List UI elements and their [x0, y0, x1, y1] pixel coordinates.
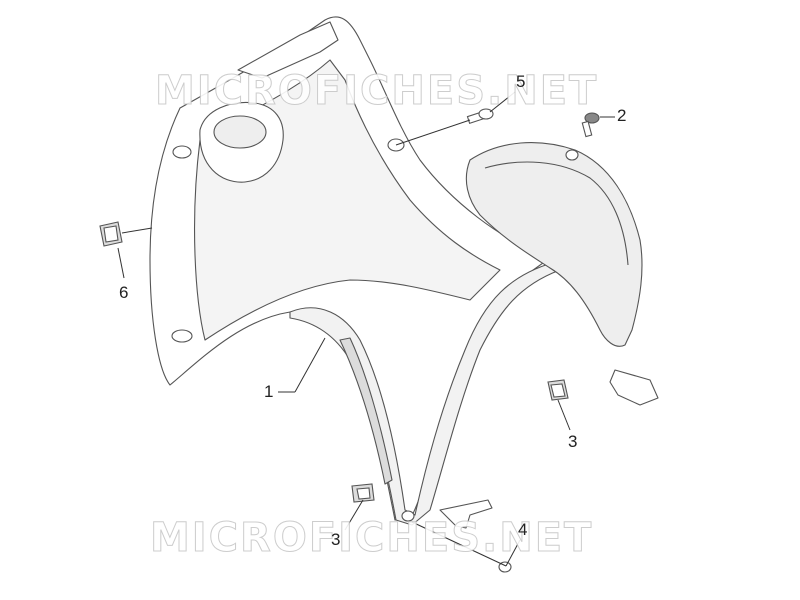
leader-line-3a: [557, 399, 571, 431]
leader-line-5b: [395, 119, 471, 146]
watermark-top: MICROFICHES.NET: [154, 68, 599, 115]
leader-line-4b: [505, 539, 521, 567]
leader-line-4: [411, 521, 507, 567]
leader-line-6b: [121, 227, 153, 234]
leader-line-6: [117, 247, 125, 279]
mount-hole-bottom: [401, 510, 415, 522]
callout-3-lower: 3: [331, 530, 341, 549]
bottom-bracket: [439, 499, 493, 529]
mount-hole-lower-left: [171, 329, 193, 343]
clip-part-6: [99, 221, 123, 247]
clip-part-3-upper: [547, 379, 569, 401]
screw-part-2: [581, 112, 600, 138]
callout-5: 5: [516, 72, 526, 91]
callout-3-upper: 3: [568, 432, 578, 451]
watermark-bottom: MICROFICHES.NET: [149, 515, 594, 562]
ignition-hole: [213, 115, 267, 149]
top-tab: [237, 21, 339, 79]
clip-part-3-lower: [351, 483, 375, 503]
callout-6: 6: [119, 283, 129, 302]
leader-line-5: [489, 91, 516, 113]
leader-line-3b: [344, 499, 364, 531]
side-cover: [465, 142, 643, 347]
louver-strip: [339, 337, 393, 485]
callout-1: 1: [264, 382, 274, 401]
side-cover-tab: [609, 369, 659, 406]
mount-hole-upper-left: [172, 145, 192, 159]
callout-2: 2: [617, 106, 627, 125]
screw-part-5: [466, 108, 494, 124]
callout-4: 4: [518, 520, 528, 539]
side-cover-hole: [565, 149, 579, 161]
side-cover-edge: [484, 161, 629, 266]
leader-line-1b: [294, 337, 326, 393]
